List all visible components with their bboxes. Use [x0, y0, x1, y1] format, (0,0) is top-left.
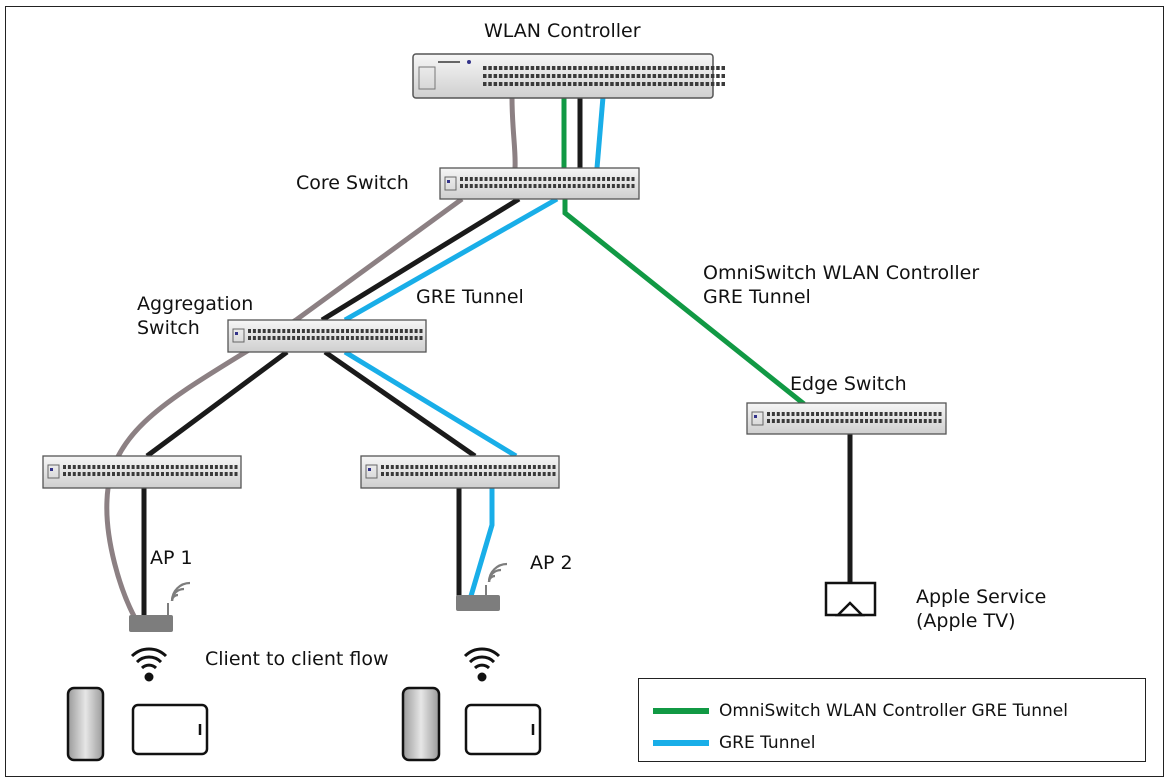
apple-service-label: Apple Service (Apple TV) — [916, 586, 1046, 634]
omni-tunnel-label-line1: OmniSwitch WLAN Controller — [703, 262, 980, 284]
edge-switch-label: Edge Switch — [790, 373, 907, 395]
ap1-device — [129, 581, 191, 632]
gre-tunnel-label: GRE Tunnel — [416, 286, 524, 308]
apple-tv-icon — [824, 581, 877, 617]
legend-item-omni: OmniSwitch WLAN Controller GRE Tunnel — [639, 697, 1068, 725]
link-controller-core-gre — [594, 96, 606, 169]
legend-swatch-gre — [653, 740, 709, 746]
ap1-wifi-icon — [170, 581, 191, 602]
link-core-agg-flow — [294, 196, 464, 323]
edge-switch-device — [746, 402, 947, 435]
link-agg-access1-wired — [145, 349, 289, 459]
aggregation-label-line1: Aggregation — [137, 293, 254, 315]
aggregation-label-line2: Switch — [137, 316, 200, 339]
wlan-controller-device — [412, 53, 725, 99]
link-core-edge-omni — [562, 199, 806, 406]
wlan-controller-label: WLAN Controller — [484, 20, 641, 42]
ap2-device — [456, 562, 508, 611]
apple-service-line2: (Apple TV) — [916, 609, 1016, 632]
link-core-agg-wired — [320, 196, 521, 323]
phone-1-icon — [66, 686, 105, 762]
access-switch-2-device — [360, 455, 560, 489]
link-agg-access2-wired — [323, 349, 477, 459]
core-switch-label: Core Switch — [296, 172, 409, 194]
ap2-label: AP 2 — [530, 552, 573, 574]
link-access2-ap2-gre — [468, 488, 495, 597]
legend-item-gre: GRE Tunnel — [639, 729, 815, 757]
client-flow-label: Client to client flow — [205, 648, 389, 670]
diagram-frame — [5, 6, 1164, 777]
core-switch-device — [439, 167, 640, 200]
legend: OmniSwitch WLAN Controller GRE Tunnel GR… — [638, 678, 1146, 762]
ap2-wifi-icon — [487, 562, 508, 583]
controller-ports — [483, 66, 725, 86]
client1-wifi-icon — [130, 647, 168, 682]
tablet-2-icon — [464, 703, 542, 756]
client2-wifi-icon — [463, 647, 501, 682]
phone-2-icon — [401, 686, 441, 762]
omni-tunnel-label-line2: GRE Tunnel — [703, 285, 811, 308]
legend-label-gre: GRE Tunnel — [719, 733, 816, 753]
ap1-label: AP 1 — [150, 547, 193, 569]
legend-swatch-omni — [653, 708, 709, 714]
omni-tunnel-label: OmniSwitch WLAN Controller GRE Tunnel — [703, 262, 979, 310]
apple-service-line1: Apple Service — [916, 586, 1047, 608]
access-switch-1-device — [42, 455, 242, 489]
legend-label-omni: OmniSwitch WLAN Controller GRE Tunnel — [719, 701, 1068, 721]
tablet-1-icon — [131, 703, 209, 756]
aggregation-switch-label: Aggregation Switch — [137, 293, 253, 341]
link-core-agg-gre — [343, 196, 559, 323]
link-controller-core-flow — [509, 96, 518, 169]
link-agg-access2-gre — [343, 349, 518, 459]
aggregation-switch-device — [227, 319, 427, 353]
